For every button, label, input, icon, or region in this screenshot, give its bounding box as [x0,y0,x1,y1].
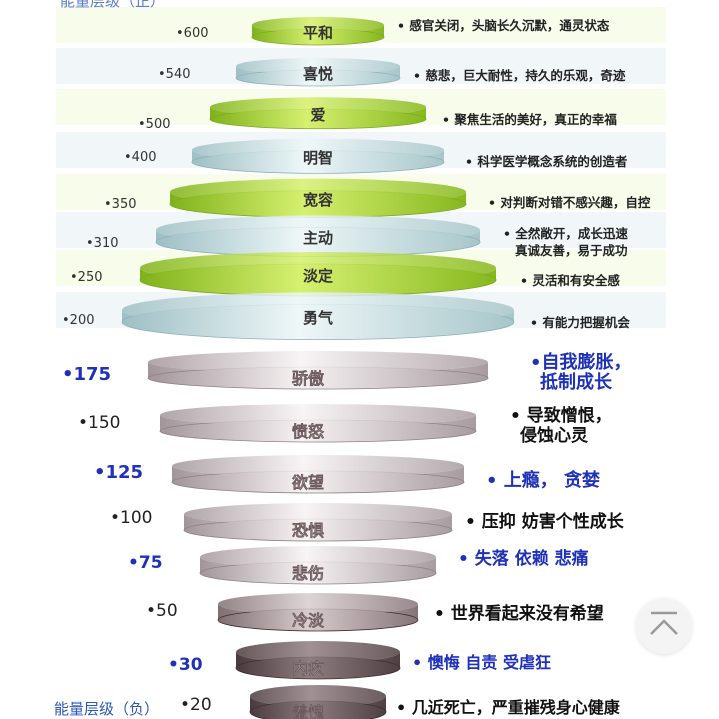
level-value: •600 [176,26,208,41]
level-description: • 慈悲，巨大耐性，持久的乐观，奇迹 [413,68,626,83]
level-description: • 上瘾， 贪婪 [486,469,600,491]
level-disc-negative [217,593,419,632]
level-name: 平和 [303,24,333,42]
negative-levels-footer: 能量层级（负） [54,700,160,718]
level-description: 真诚友善，易于成功 [515,243,628,258]
level-disc-negative [159,404,477,443]
level-value: •500 [138,117,170,132]
level-disc-negative [235,641,401,680]
level-description: • 懊悔 自责 受虐狂 [412,653,551,672]
level-disc-negative [249,685,387,719]
level-description: •自我膨胀， [530,351,632,373]
level-name: 骄傲 [292,369,325,388]
level-name: 愤怒 [292,422,324,441]
level-description: • 感官关闭，头脑长久沉默，通灵状态 [397,18,610,33]
level-disc-positive [251,17,385,46]
chevron-up-icon [647,610,681,642]
level-disc-negative [199,546,437,585]
level-value: •75 [128,553,163,573]
level-value: •125 [94,462,143,483]
level-description: 侵蚀心灵 [519,425,589,446]
level-value: •150 [78,413,120,433]
level-value: •175 [62,364,111,385]
level-name: 爱 [310,106,325,124]
level-name: 恐惧 [292,521,324,540]
positive-levels-header: 能量层级（正） [60,0,166,10]
level-description: • 灵活和有安全感 [520,273,620,288]
level-description: • 失落 依赖 悲痛 [458,548,589,569]
level-value: •310 [86,236,118,251]
level-name: 悲伤 [292,564,324,583]
level-disc-positive [139,251,497,297]
level-disc-positive [155,215,481,257]
level-disc-positive [121,292,515,341]
level-description: • 压抑 妨害个性成长 [465,511,625,532]
level-value: •540 [158,67,190,82]
level-value: •200 [62,313,94,328]
level-description: • 科学医学概念系统的创造者 [465,154,628,169]
level-description: • 有能力把握机会 [530,315,630,330]
level-description: • 导致憎恨， [510,405,612,426]
level-value: •100 [110,508,152,528]
level-name: 主动 [303,229,333,247]
level-name: 欲望 [291,473,324,492]
level-name: 勇气 [303,309,333,327]
level-value: •400 [124,150,156,165]
level-description: • 聚焦生活的美好，真正的幸福 [442,112,617,127]
level-name: 羞愧 [291,703,324,719]
level-value: •20 [180,695,212,715]
level-disc-negative [147,351,489,390]
level-disc-positive [191,138,445,174]
level-disc-positive [209,97,427,130]
level-name: 冷淡 [292,611,325,630]
level-name: 宽容 [302,191,333,209]
level-name: 内疚 [292,659,325,678]
level-description: • 世界看起来没有希望 [434,603,604,624]
scroll-to-top-button[interactable] [636,598,692,654]
level-value: •50 [146,601,178,621]
level-disc-negative [183,503,453,542]
level-disc-positive [169,178,467,218]
level-value: •250 [70,270,102,285]
level-disc-negative [171,455,465,494]
level-description: 抵制成长 [540,371,613,393]
level-name: 明智 [303,149,333,167]
level-value: •350 [104,197,136,212]
level-description: • 几近死亡，严重摧残身心健康 [396,698,621,717]
level-name: 淡定 [303,267,333,285]
level-name: 喜悦 [303,65,333,83]
level-value: •30 [168,655,203,675]
level-disc-positive [235,58,401,87]
level-description: • 对判断对错不感兴趣，自控 [488,195,651,210]
level-description: • 全然敞开，成长迅速 [503,226,628,241]
